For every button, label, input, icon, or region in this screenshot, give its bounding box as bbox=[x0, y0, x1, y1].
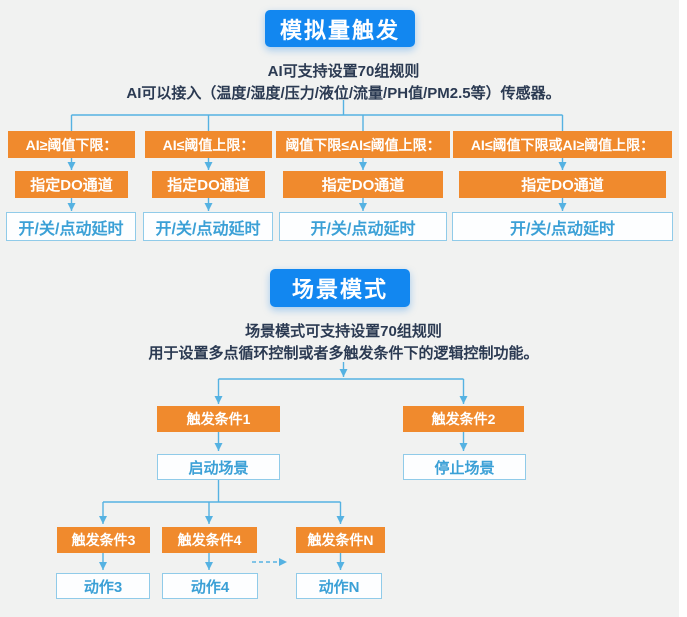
scene-action-box-stop: 停止场景 bbox=[403, 454, 526, 480]
action-box-4: 动作4 bbox=[162, 573, 258, 599]
condition-box-2: AI≤阈值上限： bbox=[145, 131, 272, 158]
analog-description-line-1: AI可支持设置70组规则 bbox=[267, 63, 420, 80]
output-box-2: 开/关/点动延时 bbox=[143, 212, 273, 241]
trigger-box-n: 触发条件N bbox=[296, 527, 385, 553]
scene-action-box-start: 启动场景 bbox=[157, 454, 280, 480]
output-box-4: 开/关/点动延时 bbox=[452, 212, 673, 241]
analog-description-line-2: AI可以接入（温度/湿度/压力/液位/流量/PH值/PM2.5等）传感器。 bbox=[126, 85, 561, 102]
do-channel-box-2: 指定DO通道 bbox=[152, 171, 265, 198]
condition-box-4: AI≤阈值下限或AI≥阈值上限： bbox=[453, 131, 672, 158]
do-channel-box-3: 指定DO通道 bbox=[283, 171, 443, 198]
do-channel-box-4: 指定DO通道 bbox=[459, 171, 666, 198]
output-box-3: 开/关/点动延时 bbox=[279, 212, 447, 241]
analog-title-button: 模拟量触发 bbox=[265, 10, 415, 47]
scene-description-line-2: 用于设置多点循环控制或者多触发条件下的逻辑控制功能。 bbox=[148, 345, 539, 362]
trigger-box-2: 触发条件2 bbox=[403, 406, 524, 432]
output-box-1: 开/关/点动延时 bbox=[6, 212, 136, 241]
do-channel-box-1: 指定DO通道 bbox=[15, 171, 128, 198]
trigger-box-4: 触发条件4 bbox=[162, 527, 257, 553]
right-edge-strip bbox=[679, 0, 687, 617]
trigger-box-3: 触发条件3 bbox=[57, 527, 150, 553]
trigger-box-1: 触发条件1 bbox=[157, 406, 280, 432]
action-box-3: 动作3 bbox=[56, 573, 150, 599]
action-box-n: 动作N bbox=[296, 573, 382, 599]
condition-box-1: AI≥阈值下限： bbox=[8, 131, 135, 158]
scene-description-line-1: 场景模式可支持设置70组规则 bbox=[245, 323, 442, 340]
scene-title-button: 场景模式 bbox=[270, 269, 410, 307]
condition-box-3: 阈值下限≤AI≤阈值上限： bbox=[276, 131, 450, 158]
